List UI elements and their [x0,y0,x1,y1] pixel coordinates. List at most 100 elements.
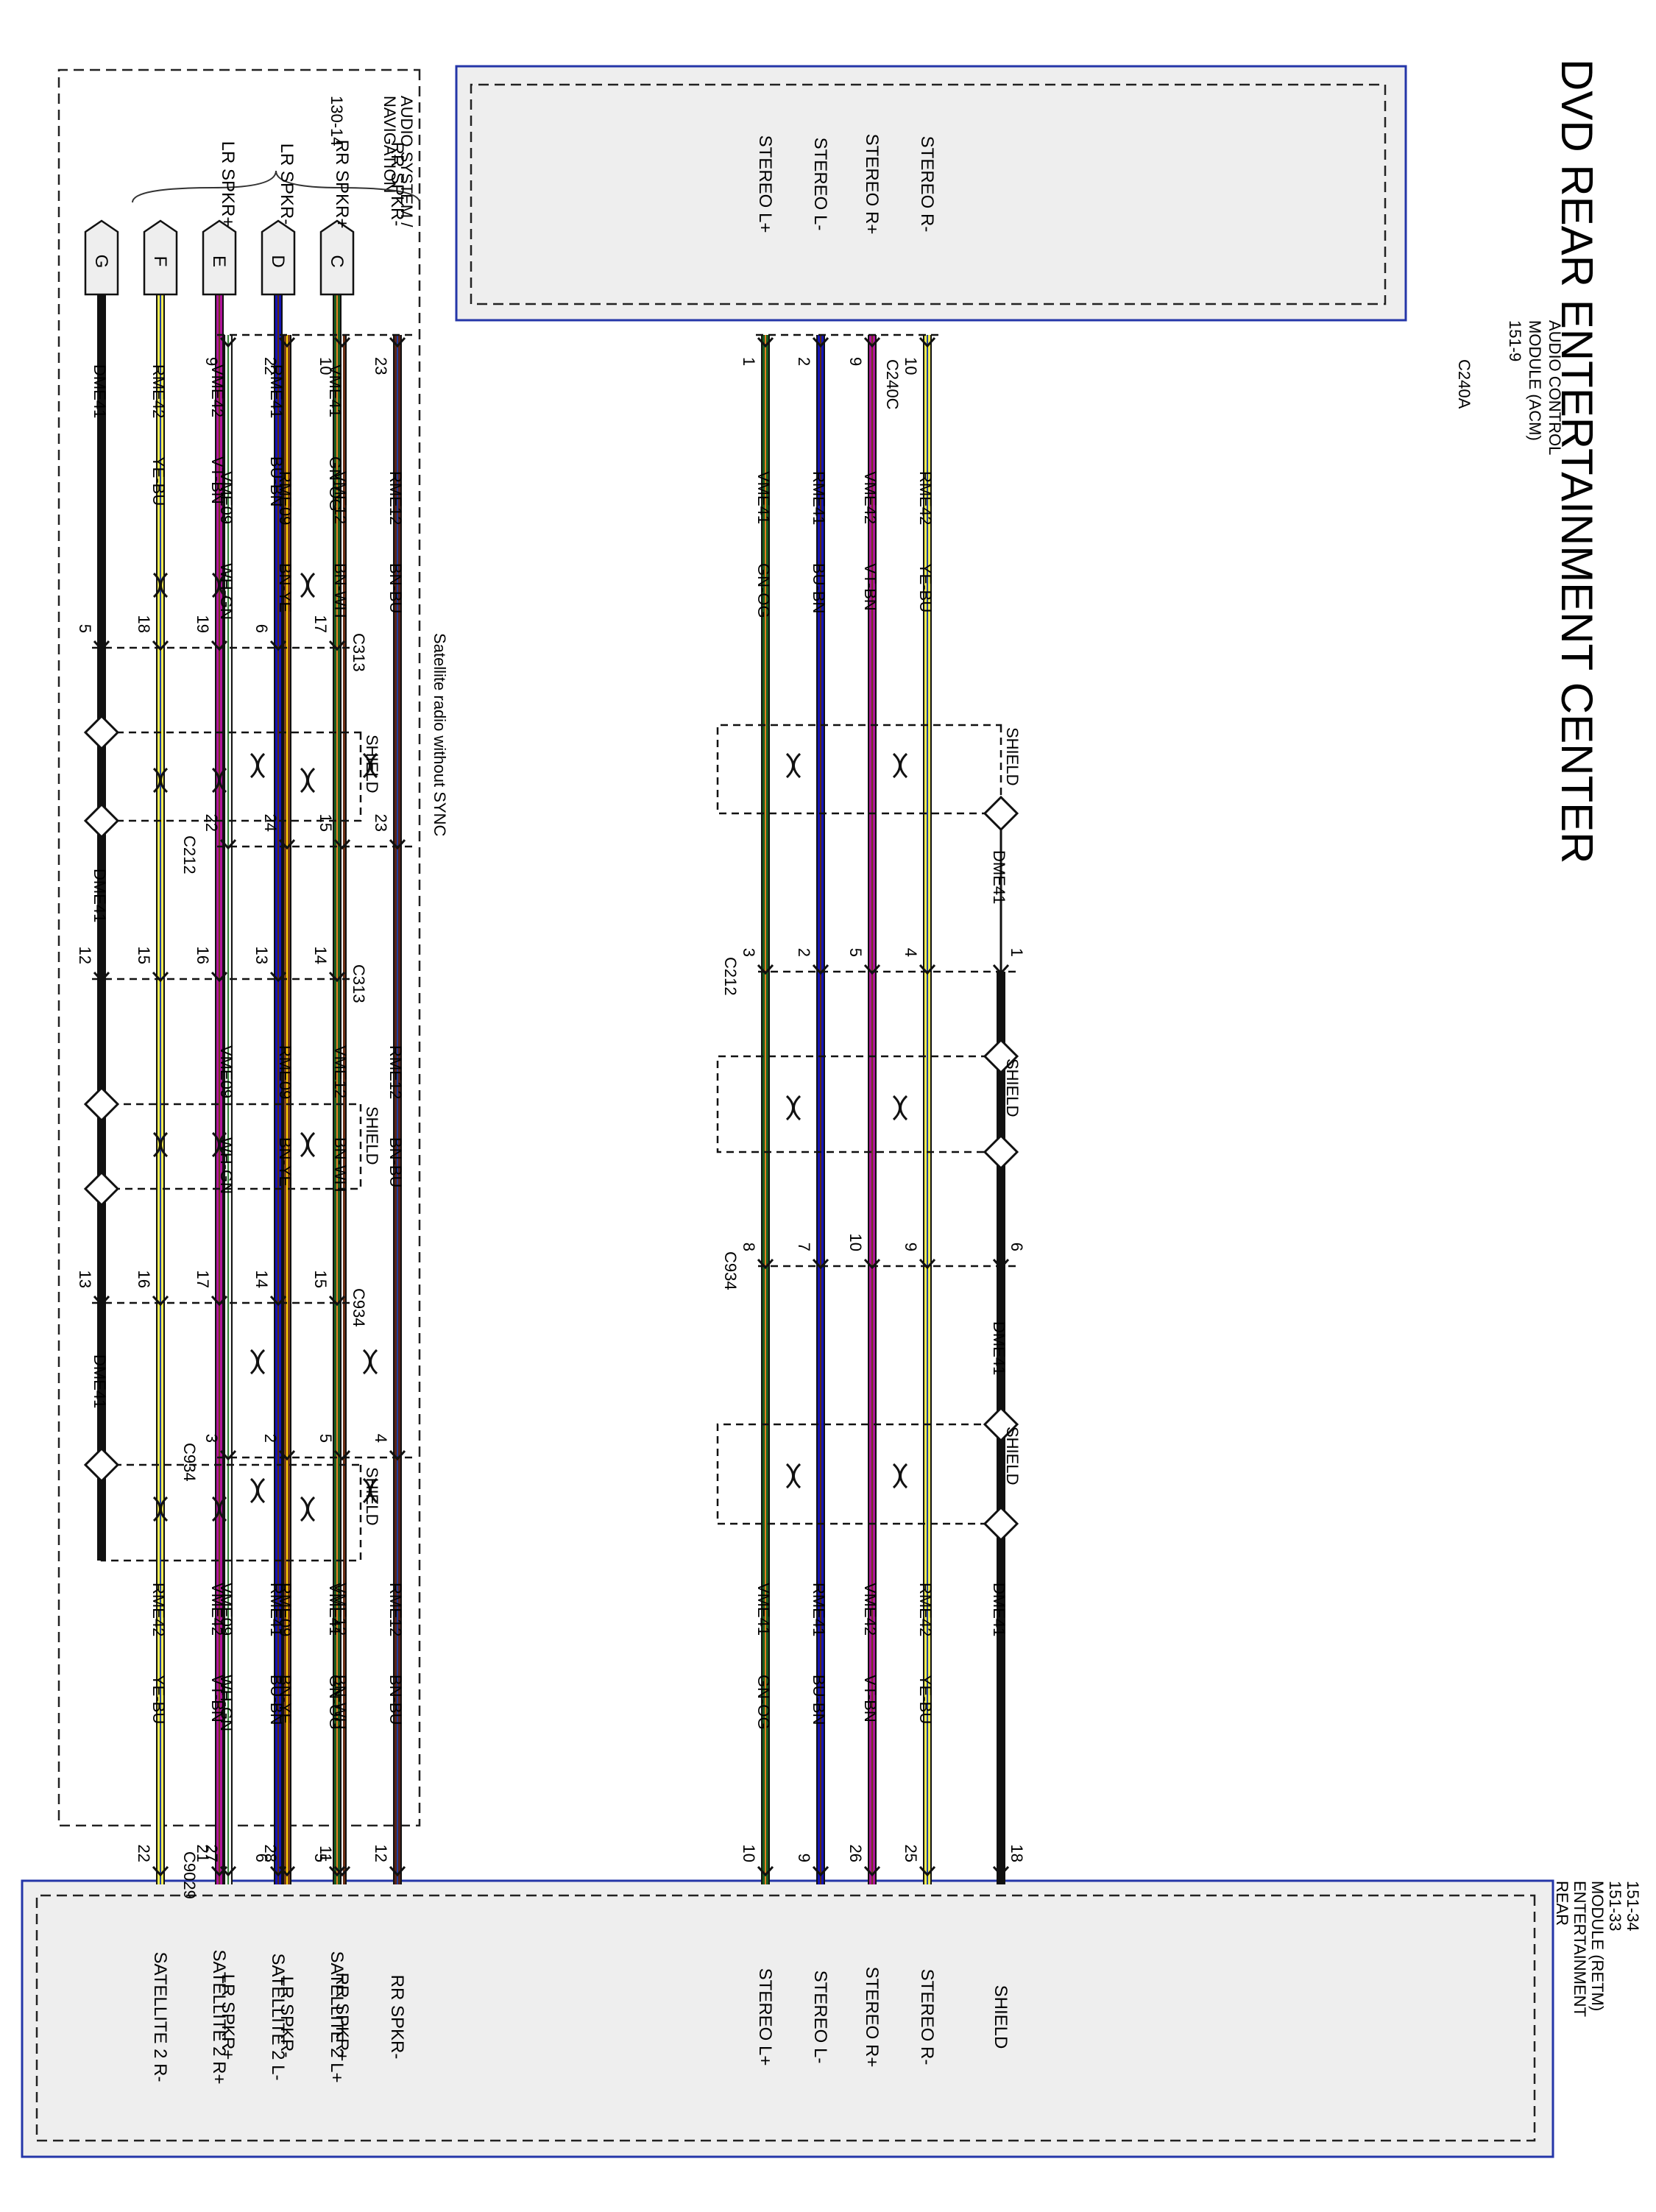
stereo-terminal [812,1865,829,1877]
nav-terminal [210,971,228,983]
nav-circuit-label: VME41 [326,1583,344,1636]
retm-label-1: REAR [1553,1881,1571,1926]
nav-pin-c313a: 17 [311,615,330,633]
stereo-twist-c-0-a [793,1463,802,1489]
nav-terminal [328,1865,346,1877]
speaker-twist-c-0-a [257,1477,266,1504]
nav-circuit-label: VME42 [208,364,227,417]
stereo-shield-b-label: SHIELD [1003,1059,1022,1117]
dvd-stereo-pin-label: STEREO L+ [755,135,775,233]
stereo-drain-label: DME41 [990,850,1008,904]
stereo-pin-acm: 9 [846,357,865,366]
nav-shield-a [100,731,362,822]
nav-pin-label: E [209,255,229,267]
c212-stereo-label: C212 [721,957,740,996]
speaker-pin-acm: 22 [261,357,280,375]
nav-circuit-label: RME41 [267,1583,286,1636]
speaker-pin-c212: 23 [372,814,390,832]
stereo-terminal [812,336,829,348]
dvd-stereo-pin-label: STEREO R+ [862,134,882,235]
nav-label-2: NAVIGATION [381,96,399,193]
speaker-pin-acm: 10 [316,357,335,375]
speaker-twist-c-0-b [250,1477,258,1504]
nav-shield-ground-b [83,802,120,839]
nav-color-label: GN-OG [326,1675,344,1730]
nav-color-label: YE-BU [149,456,168,506]
speaker-pin-retm: 11 [316,1845,335,1862]
nav-pin-c934: 15 [311,1271,330,1288]
nav-pin-c934: 14 [252,1271,271,1288]
nav-module-box [57,68,421,1827]
retm-stereo-pin-label: STEREO R- [917,1969,937,2066]
stereo-pin-c934: 10 [846,1234,865,1251]
stereo-drain-terminal [992,1258,1010,1270]
nav-terminal [210,1865,228,1877]
nav-terminal [269,971,287,983]
stereo-terminal [757,964,774,975]
nav-drain-label: DME41 [91,364,109,418]
stereo-color-label: GN-OG [754,563,773,618]
nav-twist-a-2-b [152,767,161,794]
speaker-circuit-label: RME09 [276,1045,294,1099]
stereo-shield-ground-e [983,1505,1019,1542]
nav-terminal [328,971,346,983]
speaker-terminal [333,838,351,850]
stereo-circuit-label: RME42 [916,1583,935,1636]
nav-terminal [269,640,287,651]
speaker-circuit-label: VME09 [217,1583,236,1636]
dvd-stereo-pin-label: STEREO L- [810,138,830,231]
nav-pin-retm: 22 [135,1845,153,1862]
stereo-pin-retm: 25 [902,1845,920,1862]
nav-pin-label: F [150,256,170,267]
nav-shield-a-label: SHIELD [363,735,381,793]
stereo-terminal [919,336,936,348]
nav-terminal [210,640,228,651]
speaker-pin-c934: 2 [261,1434,280,1443]
retm-satellite-pin-label: SATELLITE 2 R+ [209,1950,229,2085]
stereo-terminal [757,1865,774,1877]
stereo-terminal [919,964,936,975]
dvd-module [455,65,1407,322]
nav-shield-ground-e [83,1446,120,1483]
stereo-circuit-label: VME41 [754,471,773,524]
speaker-color-label: WH-GN [217,563,236,620]
c9029-label: C9029 [180,1851,199,1899]
speaker-color-label: BN-BU [386,563,405,613]
stereo-terminal [757,1258,774,1270]
c934-nav-label: C934 [350,1288,368,1327]
nav-drain-pin: 13 [76,1271,94,1288]
retm-speaker-pin-label: LR SPKR+ [218,1974,238,2060]
stereo-pin-retm: 9 [795,1854,813,1862]
nav-terminal [328,1295,346,1307]
nav-circuit-label: RME42 [149,364,168,418]
stereo-drain-pin: 1 [1008,948,1026,957]
nav-twist-b-0-b [300,1131,308,1158]
nav-label-1: AUDIO SYSTEM / [397,96,416,227]
speaker-pin-acm: 23 [372,357,390,375]
nav-pin-retm: 5 [311,1854,330,1862]
nav-pin-label: D [268,255,288,267]
nav-twist-d-2-b [152,572,161,598]
speaker-twist-b-0-a [257,1349,266,1375]
acm-connector-stereo: C240C [883,359,902,410]
nav-color-label: BU-BN [267,456,286,506]
retm-module-dashed-border [35,1894,1536,2142]
stereo-pin-c934: 9 [902,1243,920,1251]
speaker-circuit-label: RME12 [386,1045,405,1099]
speaker-terminal [219,838,237,850]
nav-terminal [152,1865,169,1877]
speaker-terminal [278,336,296,348]
stereo-shield-ground-d [983,1406,1019,1443]
acm-label-2: MODULE (ACM) [1526,320,1544,441]
stereo-terminal [812,1258,829,1270]
nav-twist-a-0-b [300,767,308,794]
speaker-twist-a-1-b [362,752,371,779]
speaker-pin-acm: 9 [202,357,221,366]
stereo-pin-acm: 1 [740,357,758,366]
speaker-terminal [278,838,296,850]
nav-shield-ground-d [83,1170,120,1207]
speaker-color-label: WH-GN [217,1137,236,1194]
nav-color-label: YE-BU [149,1675,168,1724]
stereo-pin-c934: 8 [740,1243,758,1251]
stereo-twist-b-1-a [899,1095,908,1121]
